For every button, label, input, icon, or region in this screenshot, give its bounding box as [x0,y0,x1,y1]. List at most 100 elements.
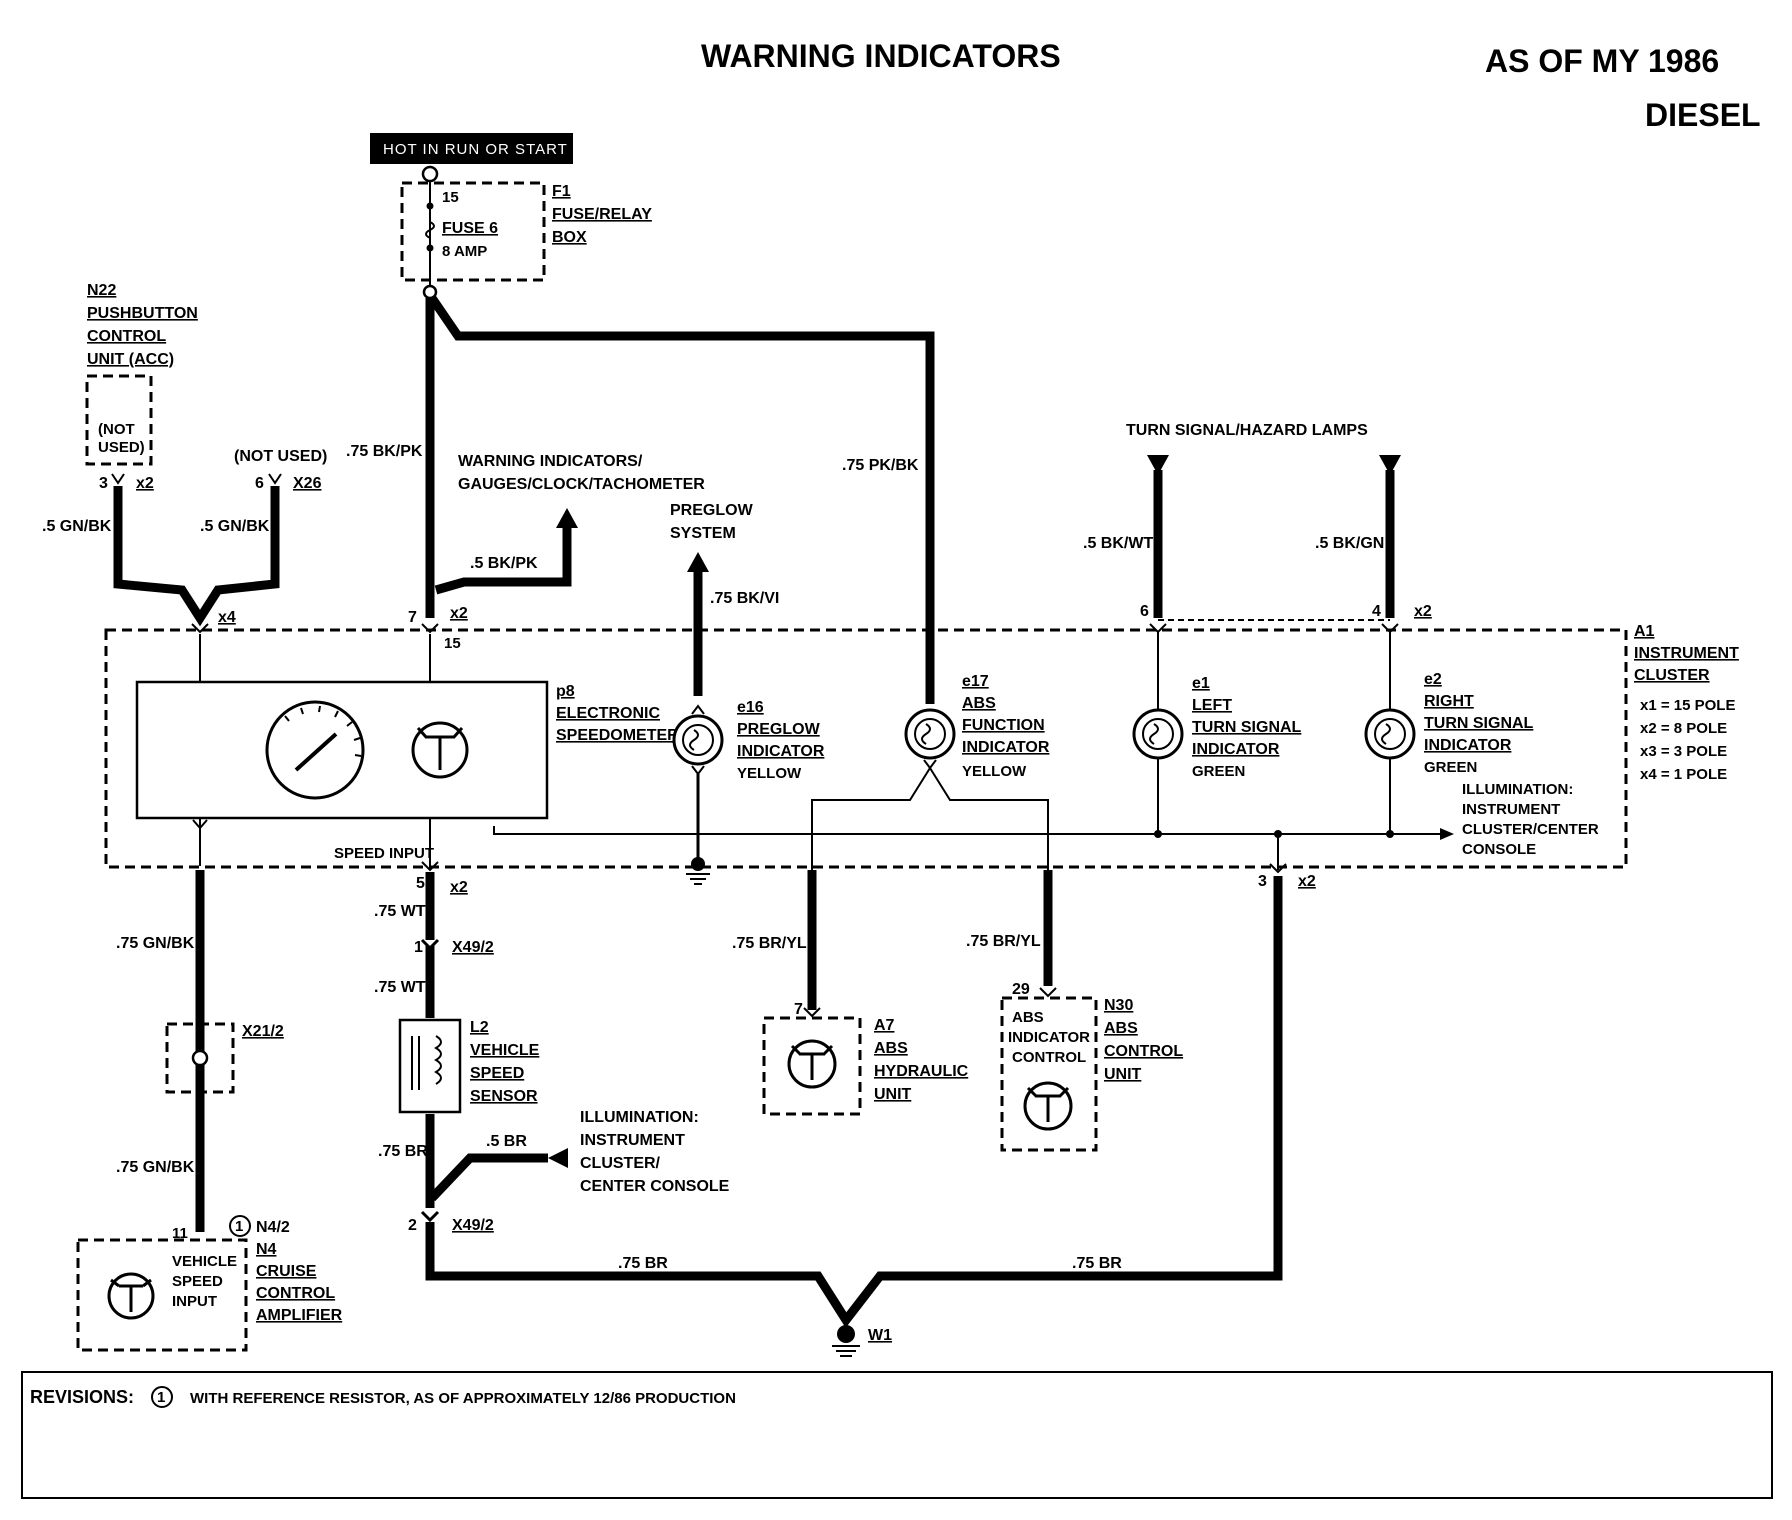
e16-id: e16 [737,699,764,716]
ground-w1-icon [837,1325,855,1343]
n22-line1: PUSHBUTTON [87,305,198,322]
a7-line3: UNIT [874,1086,912,1103]
cluster-x2-top: x2 [450,605,468,622]
instrument-cluster [104,628,1628,869]
cluster-pole-x3: x3 = 3 POLE [1640,743,1727,760]
revision-mark-number: 1 [157,1389,165,1406]
cluster-illum-4: CONSOLE [1462,841,1536,858]
coil-icon [434,1035,442,1085]
label-gn-bk-lower-1: .75 GN/BK [116,935,195,952]
n30-inner2: INDICATOR [1008,1029,1090,1046]
n22-line2: CONTROL [87,328,166,345]
n30-transistor-icon [1023,1081,1073,1131]
e16-color: YELLOW [737,765,802,782]
power-source-label: HOT IN RUN OR START [383,141,568,158]
n22-not-used-1: (NOT [98,421,135,438]
x21-connector [165,1022,235,1094]
power-source-badge [370,133,573,164]
fuse-box-id: F1 [552,183,571,200]
x26-conn: X26 [293,475,322,492]
cluster-pin15: 15 [444,635,461,652]
cluster-pin4: 4 [1372,603,1381,620]
wire-gn-bk-pair [113,486,280,627]
n22-box [85,374,153,466]
label-br-yl-2: .75 BR/YL [966,933,1041,950]
fuse-box-name-2: BOX [552,229,587,246]
e1-color: GREEN [1192,763,1245,780]
n30-inner3: CONTROL [1012,1049,1086,1066]
n30-line1: ABS [1104,1020,1138,1037]
n22-id: N22 [87,282,116,299]
cluster-line2: CLUSTER [1634,667,1710,684]
label-br-yl-1: .75 BR/YL [732,935,807,952]
dest-warning-1: WARNING INDICATORS/ [458,453,643,470]
l2-vehicle-speed-sensor [398,1018,462,1114]
dest-preglow-2: SYSTEM [670,525,736,542]
l2-id: L2 [470,1019,489,1036]
fuse-box-name-1: FUSE/RELAY [552,206,652,223]
cluster-illum-2: INSTRUMENT [1462,801,1560,818]
cluster-id: A1 [1634,623,1655,640]
p8-line2: SPEEDOMETER [556,727,679,744]
speedometer-gauge-icon [265,700,365,800]
n30-id: N30 [1104,997,1133,1014]
e16-line1: PREGLOW [737,721,821,738]
revisions-box [21,1371,1773,1499]
label-br-illum: .5 BR [486,1133,527,1150]
label-pk-bk: .75 PK/BK [842,457,919,474]
cluster-illum-3: CLUSTER/CENTER [1462,821,1599,838]
engine-type: DIESEL [1645,97,1761,133]
cluster-x2-ground: x2 [1298,873,1316,890]
diagram-title: WARNING INDICATORS [701,38,1061,74]
fuse-name: FUSE 6 [442,220,498,237]
n4-line2: CONTROL [256,1285,335,1302]
label-bk-wt: .5 BK/WT [1083,535,1153,552]
dest-turn-lamps: TURN SIGNAL/HAZARD LAMPS [1126,422,1368,439]
n4-revision-number: 1 [235,1218,243,1235]
n22-not-used-2: USED) [98,439,145,456]
cluster-line1: INSTRUMENT [1634,645,1739,662]
n30-inner1: ABS [1012,1009,1044,1026]
a7-transistor-icon [787,1039,837,1089]
x49-conn2: X49/2 [452,1217,494,1234]
e1-bulb-icon [1132,708,1184,760]
cluster-pin3: 3 [1258,873,1267,890]
e16-bulb-icon [672,714,724,766]
label-br-sensor: .75 BR [378,1143,428,1160]
e1-line2: TURN SIGNAL [1192,719,1302,736]
x49-pin2: 2 [408,1217,417,1234]
n30-line2: CONTROL [1104,1043,1183,1060]
n30-line3: UNIT [1104,1066,1142,1083]
cluster-x2-right: x2 [1414,603,1432,620]
wire-br-illum [428,1153,548,1202]
n22-pin: 3 [99,475,108,492]
ground-w1-id: W1 [868,1327,892,1344]
revisions-label: REVISIONS: [30,1387,134,1407]
label-br-bottom-right: .75 BR [1072,1255,1122,1272]
fuse-relay-box [400,181,546,282]
p8-line1: ELECTRONIC [556,705,660,722]
label-gn-bk-right: .5 GN/BK [200,518,270,535]
n4-revision-mark [229,1215,251,1237]
n4-alt-id: N4/2 [256,1219,290,1236]
l2-line2: SPEED [470,1065,524,1082]
e16-line2: INDICATOR [737,743,825,760]
x26-not-used: (NOT USED) [234,448,327,465]
e17-line1: ABS [962,695,996,712]
label-bk-pk-main: .75 BK/PK [346,443,423,460]
label-br-bottom-left: .75 BR [618,1255,668,1272]
n30-abs-control-unit [1000,996,1098,1152]
label-wt-1: .75 WT [374,903,426,920]
n4-inner2: SPEED [172,1273,223,1290]
dest-illum-3: CLUSTER/ [580,1155,661,1172]
n4-line1: CRUISE [256,1263,317,1280]
label-gn-bk-lower-2: .75 GN/BK [116,1159,195,1176]
a7-id: A7 [874,1017,895,1034]
wire-br-ground [425,876,1283,1328]
n4-inner3: INPUT [172,1293,217,1310]
label-bk-gn: .5 BK/GN [1315,535,1384,552]
e17-color: YELLOW [962,763,1027,780]
model-year: AS OF MY 1986 [1485,43,1719,79]
n22-line3: UNIT (ACC) [87,351,174,368]
